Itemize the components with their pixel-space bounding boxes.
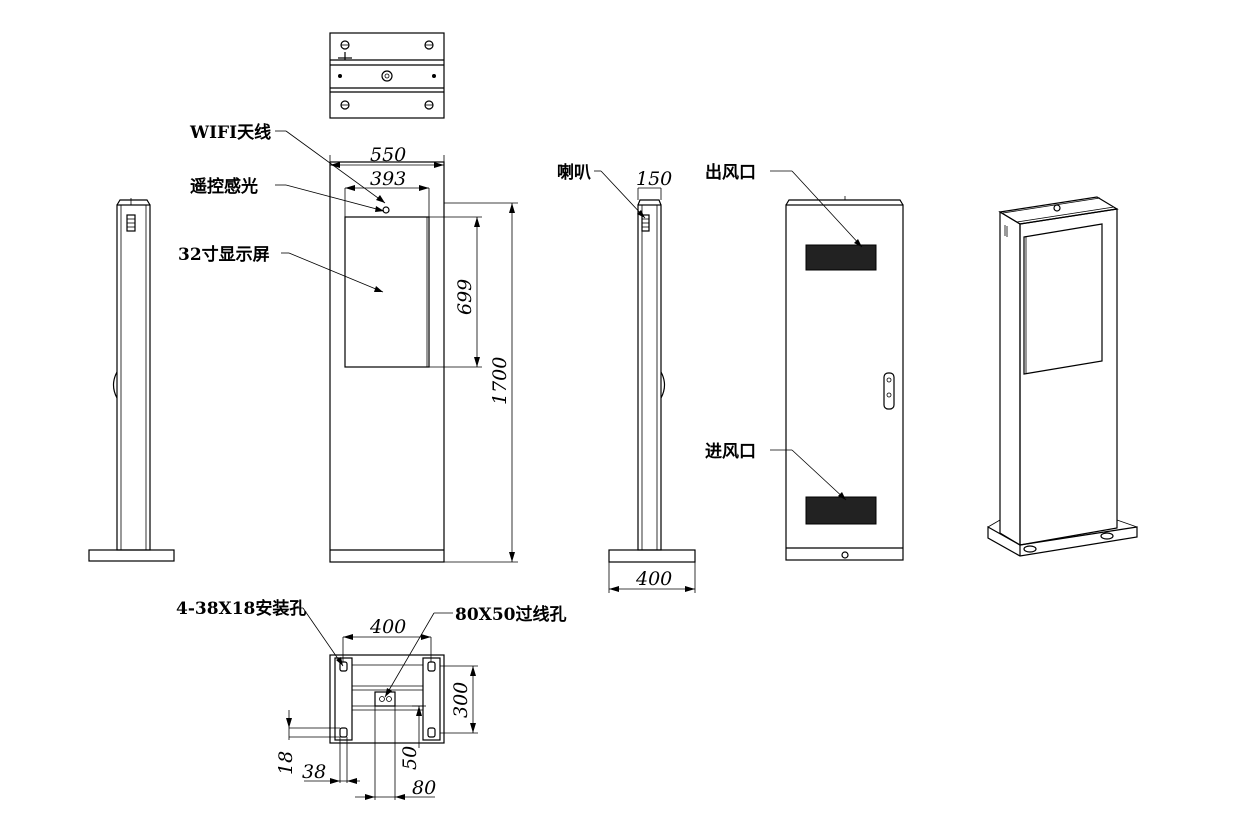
dim-1700-text: 1700 (489, 357, 511, 405)
callout-speaker: 喇叭 (557, 162, 646, 219)
dimension-18: 18 (275, 710, 340, 775)
dimension-393: 393 (344, 168, 430, 217)
callout-cable-hole: 80X50过线孔 (384, 604, 567, 698)
left-side-view (88, 198, 175, 562)
dimension-80: 80 (355, 706, 436, 800)
dimension-38: 38 (302, 737, 360, 784)
front-view (329, 161, 445, 563)
label-remote-sensor: 遥控感光 (190, 176, 258, 197)
top-view (329, 32, 445, 119)
dimension-150: 150 (636, 168, 672, 200)
dimension-1700: 1700 (444, 202, 518, 563)
dim-50-text: 50 (399, 746, 421, 770)
label-wifi-antenna: WIFI天线 (189, 122, 271, 143)
dimension-bottom-400: 400 (342, 616, 432, 662)
isometric-view (987, 196, 1138, 557)
dim-base-400-text: 400 (635, 568, 672, 590)
bottom-view (329, 654, 445, 744)
dimension-550: 550 (329, 144, 445, 168)
dim-38-text: 38 (302, 761, 326, 783)
dim-18-text: 18 (275, 751, 297, 775)
dim-699-text: 699 (454, 279, 476, 315)
callout-air-inlet: 进风口 (705, 442, 847, 501)
right-side-view (608, 199, 696, 563)
callout-screen: 32寸显示屏 (178, 244, 384, 293)
callout-air-outlet: 出风口 (705, 162, 863, 248)
back-view (785, 196, 904, 561)
dim-bottom-400-text: 400 (369, 616, 406, 638)
callout-mount-holes: 4-38X18安装孔 (176, 598, 344, 667)
dim-393-text: 393 (370, 168, 406, 190)
label-cable-hole: 80X50过线孔 (455, 604, 567, 625)
callout-remote-sensor: 遥控感光 (190, 176, 385, 212)
dimension-699: 699 (429, 216, 482, 368)
dimension-50: 50 (399, 705, 426, 770)
dimension-base-400: 400 (608, 562, 696, 593)
label-air-outlet: 出风口 (705, 162, 756, 183)
label-air-inlet: 进风口 (705, 442, 756, 462)
dimension-300: 300 (440, 665, 478, 734)
dim-150-text: 150 (636, 168, 672, 190)
label-mounting-holes: 4-38X18安装孔 (176, 598, 306, 619)
callout-wifi: WIFI天线 (189, 122, 386, 204)
label-speaker: 喇叭 (557, 162, 591, 183)
label-display-screen: 32寸显示屏 (178, 244, 270, 265)
dim-300-text: 300 (450, 682, 472, 718)
dim-80-text: 80 (412, 777, 436, 799)
dim-550-text: 550 (370, 144, 406, 166)
